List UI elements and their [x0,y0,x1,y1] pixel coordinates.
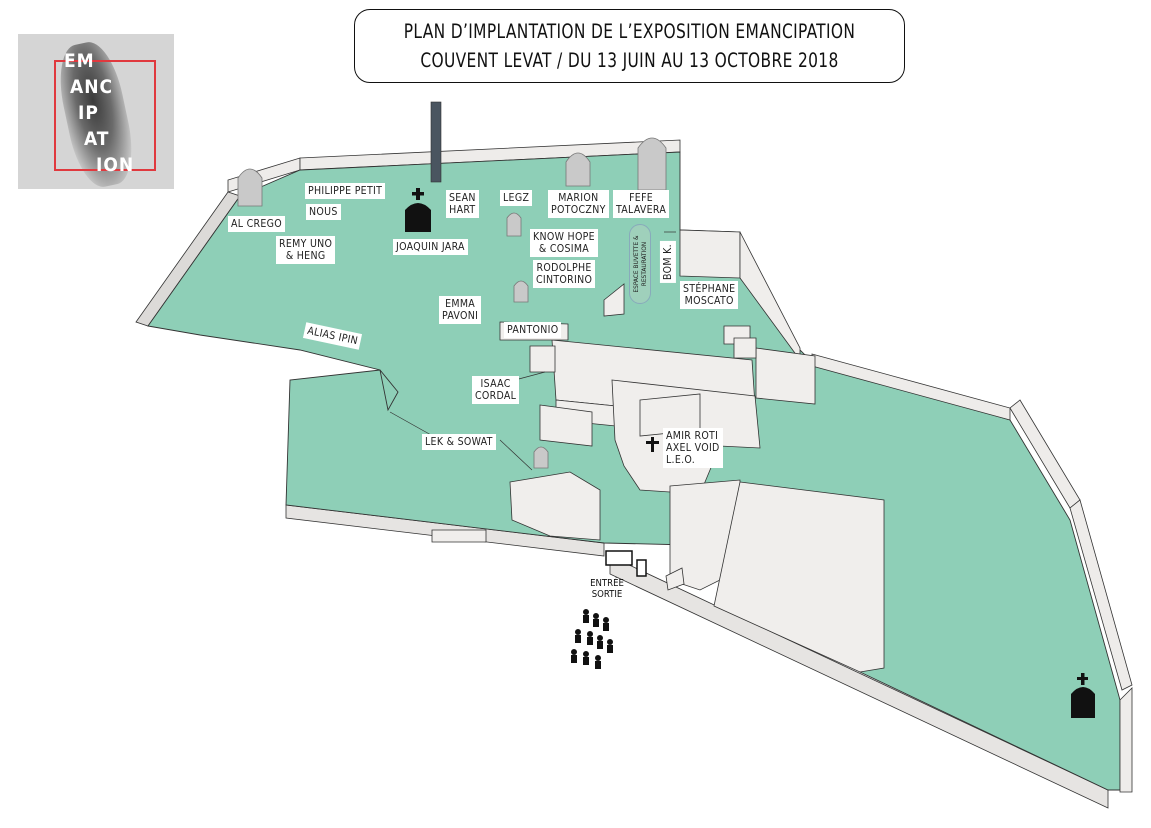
label-fefe-talavera: FEFE TALAVERA [613,190,670,218]
label-rodolphe-cintorino: RODOLPHE CINTORINO [533,260,596,288]
label-remy-uno: REMY UNO & HENG [276,236,336,264]
map-title: PLAN D’IMPLANTATION DE L’EXPOSITION EMAN… [354,9,905,83]
label-sean-hart: SEAN HART [446,190,479,218]
logo-frame [54,60,156,171]
label-al-crego: AL CREGO [228,216,286,232]
logo-text: ANC [70,76,114,98]
label-isaac-cordal: ISAAC CORDAL [472,376,520,404]
label-legz: LEGZ [500,190,533,206]
cross-icon [646,437,659,452]
label-nous: NOUS [306,204,341,220]
title-line-1: PLAN D’IMPLANTATION DE L’EXPOSITION EMAN… [403,20,856,43]
emancipation-logo: EM ANC IP AT ION [18,34,174,189]
logo-text: EM [64,50,95,72]
label-stephane-moscato: STÉPHANE MOSCATO [680,281,739,309]
label-joaquin-jara: JOAQUIN JARA [393,239,468,255]
entrance-gate [605,550,647,577]
label-amir-roti: AMIR ROTI AXEL VOID L.E.O. [663,428,723,468]
entrance-label: ENTRÉE SORTIE [590,578,624,600]
buvette-label: ESPACE BUVETTE & RESTAURATION [632,235,648,293]
logo-text: ION [96,154,135,176]
logo-text: AT [84,128,110,150]
label-emma-pavoni: EMMA PAVONI [439,296,482,324]
logo-text: IP [78,102,99,124]
tombstone-icon [1071,673,1095,718]
label-lek-sowat: LEK & SOWAT [422,434,496,450]
label-philippe-petit: PHILIPPE PETIT [305,183,386,199]
wall-arches [237,137,667,469]
title-line-2: COUVENT LEVAT / DU 13 JUIN AU 13 OCTOBRE… [420,49,839,72]
label-know-hope: KNOW HOPE & COSIMA [530,229,598,257]
buvette-area: ESPACE BUVETTE & RESTAURATION [629,224,651,304]
label-pantonio: PANTONIO [504,322,562,338]
label-bom-k: BOM K. [659,241,676,283]
chapel-icon [405,188,431,232]
tower [430,101,442,183]
people-icon [571,609,613,669]
label-marion-potoczny: MARION POTOCZNY [548,190,609,218]
